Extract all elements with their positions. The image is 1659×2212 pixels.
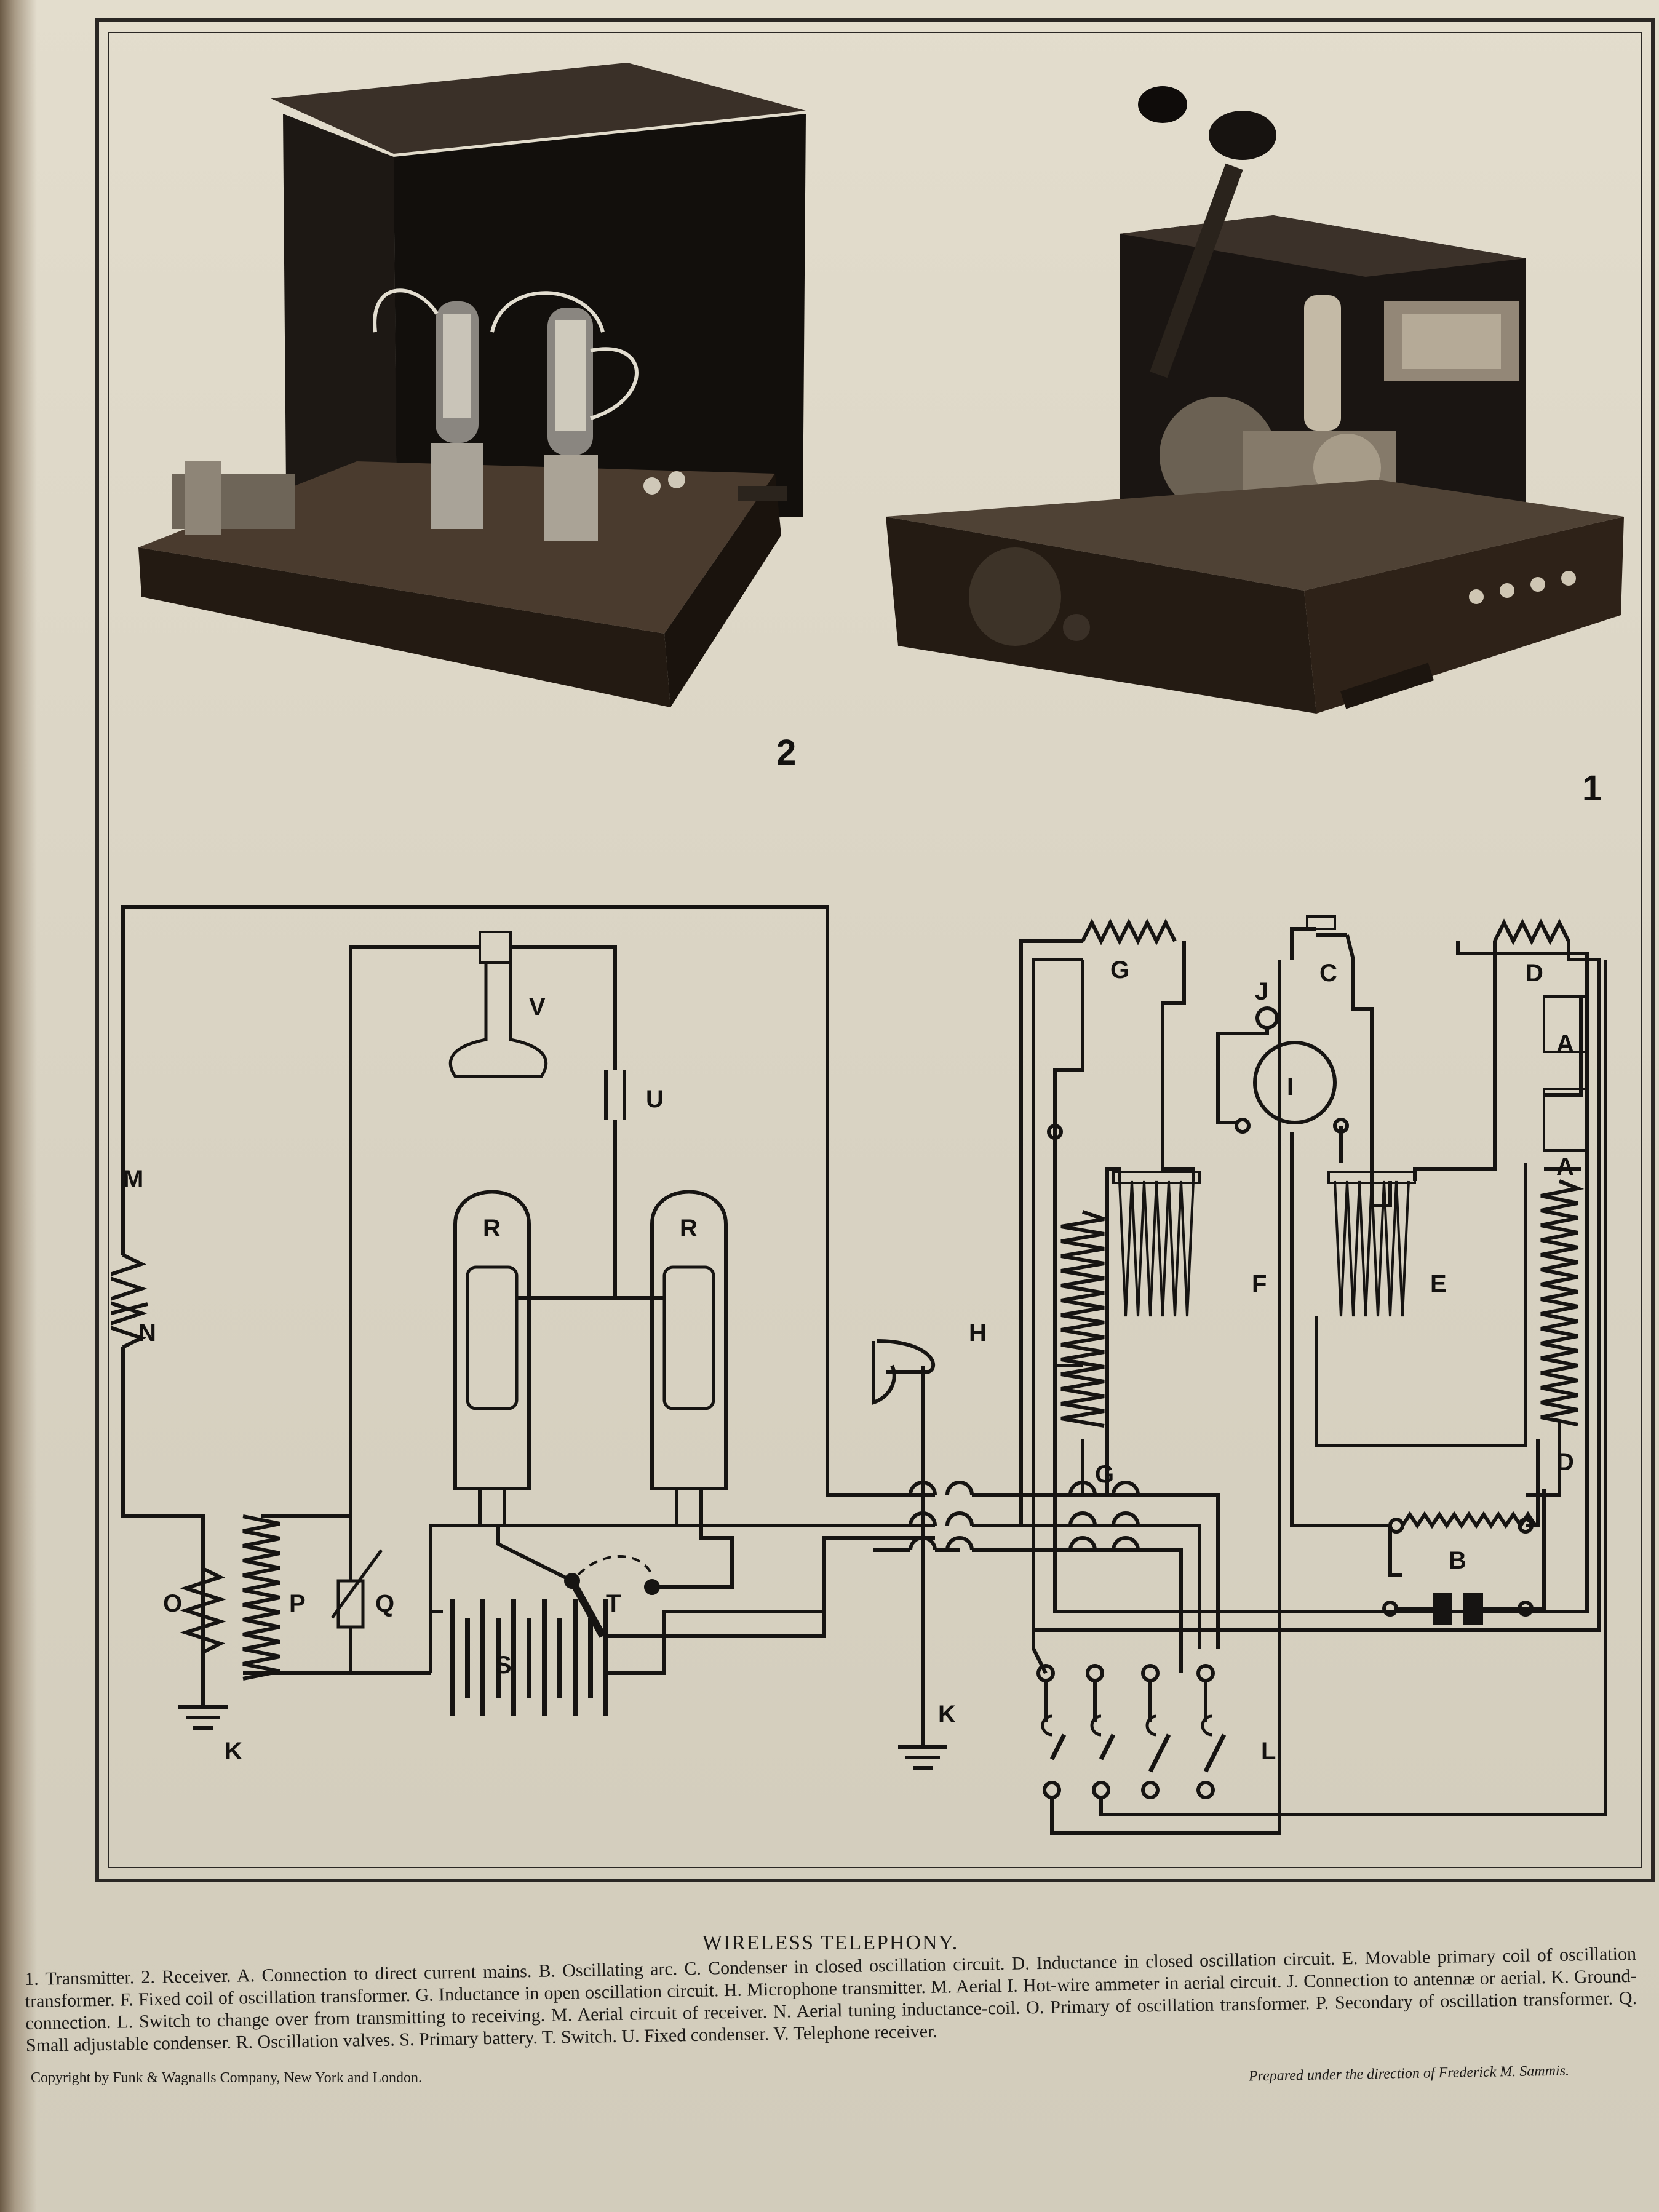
label-D-top: D bbox=[1526, 960, 1543, 987]
transmitter-figure-number: 1 bbox=[1582, 768, 1602, 808]
label-F: F bbox=[1252, 1270, 1267, 1297]
label-E: E bbox=[1430, 1270, 1447, 1297]
transmitter-photo bbox=[873, 62, 1630, 830]
inner-border bbox=[108, 32, 1642, 1868]
label-V: V bbox=[529, 993, 546, 1020]
outer-border bbox=[95, 18, 1655, 1882]
binding-shadow bbox=[0, 0, 37, 2212]
caption-title: WIRELESS TELEPHONY. bbox=[702, 1932, 959, 1954]
label-C: C bbox=[1319, 960, 1337, 987]
label-B: B bbox=[1449, 1547, 1466, 1574]
label-R-left: R bbox=[483, 1215, 501, 1242]
receiver-figure-number: 2 bbox=[776, 733, 797, 773]
label-G-top: G bbox=[1110, 957, 1129, 984]
label-I: I bbox=[1287, 1073, 1294, 1100]
prepared-by-credit: Prepared under the direction of Frederic… bbox=[1248, 2063, 1570, 2085]
label-M: M bbox=[123, 1166, 143, 1193]
caption-legend: 1. Transmitter. 2. Receiver. A. Connecti… bbox=[25, 1943, 1637, 2056]
label-A-top: A bbox=[1556, 1030, 1574, 1057]
circuit-diagram: M N O P Q K V U R R S T H K G G J C I D … bbox=[98, 873, 1630, 1861]
label-N: N bbox=[138, 1319, 156, 1347]
label-Q: Q bbox=[375, 1590, 394, 1617]
label-J: J bbox=[1255, 978, 1268, 1005]
label-P: P bbox=[289, 1590, 306, 1617]
label-D-low: D bbox=[1556, 1449, 1574, 1476]
label-H: H bbox=[969, 1319, 987, 1347]
label-A-low: A bbox=[1556, 1153, 1574, 1180]
label-R-right: R bbox=[680, 1215, 698, 1242]
receiver-photo bbox=[123, 43, 849, 830]
label-K-left: K bbox=[225, 1738, 242, 1765]
label-G-low: G bbox=[1095, 1461, 1114, 1488]
label-T: T bbox=[606, 1590, 621, 1617]
label-U: U bbox=[646, 1086, 664, 1113]
copyright-credit: Copyright by Funk & Wagnalls Company, Ne… bbox=[31, 2070, 423, 2086]
label-K-mid: K bbox=[938, 1701, 956, 1728]
label-S: S bbox=[495, 1652, 512, 1679]
label-L: L bbox=[1261, 1738, 1276, 1765]
label-O: O bbox=[163, 1590, 182, 1617]
